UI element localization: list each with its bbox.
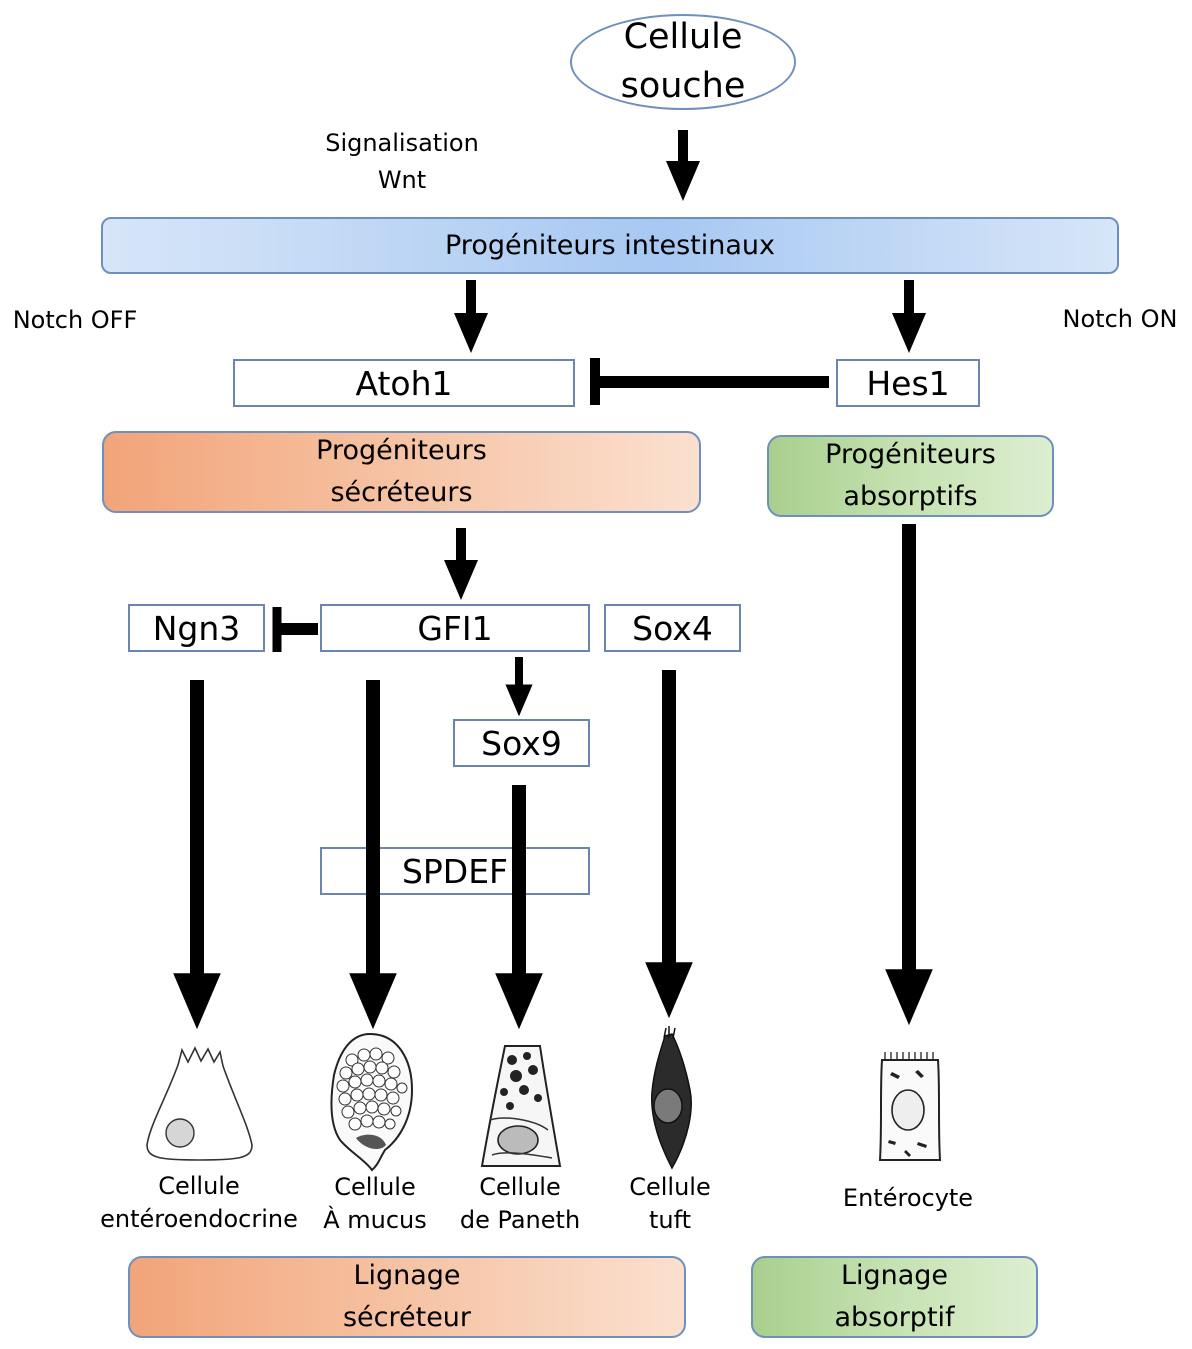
notch-on-label: Notch ON	[1062, 305, 1178, 333]
absorptive-progenitors-label-2: absorptifs	[843, 481, 978, 512]
mucus-cell-label: Cellule À mucus	[305, 1171, 445, 1237]
paneth-label-2: de Paneth	[459, 1206, 581, 1234]
secretory-lineage-node: Lignage sécréteur	[128, 1256, 686, 1338]
tuft-label-2: tuft	[648, 1206, 692, 1234]
enteroendocrine-cell-icon	[146, 1046, 253, 1161]
mucus-label-1: Cellule	[334, 1173, 416, 1201]
spdef-node: SPDEF	[320, 847, 590, 895]
stem-cell-node: Cellule souche	[570, 14, 796, 110]
enterocyte-label: Entérocyte	[842, 1184, 974, 1212]
atoh1-label: Atoh1	[355, 363, 453, 403]
ngn3-node: Ngn3	[128, 604, 265, 652]
sox4-label: Sox4	[632, 608, 713, 648]
atoh1-node: Atoh1	[233, 359, 575, 407]
paneth-cell-label: Cellule de Paneth	[450, 1171, 590, 1237]
absorptive-progenitors-node: Progéniteurs absorptifs	[767, 435, 1054, 517]
intestinal-progenitors-label: Progéniteurs intestinaux	[445, 229, 775, 261]
enteroendocrine-label-2: entéroendocrine	[100, 1205, 298, 1233]
absorptive-lineage-label-2: absorptif	[834, 1302, 955, 1333]
sox9-label: Sox9	[481, 723, 562, 763]
enteroendocrine-cell-label: Cellule entéroendocrine	[99, 1170, 299, 1236]
wnt-signaling-label: Signalisation Wnt	[302, 125, 502, 199]
wnt-label-1: Signalisation	[325, 129, 479, 157]
tuft-cell-icon	[651, 1026, 692, 1170]
wnt-label-2: Wnt	[377, 166, 427, 194]
stem-cell-label-2: souche	[620, 66, 746, 106]
hes1-label: Hes1	[866, 363, 950, 403]
secretory-lineage-label-2: sécréteur	[342, 1302, 472, 1333]
enteroendocrine-label-1: Cellule	[158, 1172, 240, 1200]
ngn3-label: Ngn3	[152, 608, 241, 648]
sox9-node: Sox9	[453, 719, 590, 767]
secretory-progenitors-node: Progéniteurs sécréteurs	[102, 431, 701, 513]
secretory-progenitors-label-1: Progéniteurs	[316, 435, 487, 466]
tuft-cell-label: Cellule tuft	[605, 1171, 735, 1237]
notch-off-label: Notch OFF	[12, 306, 138, 334]
secretory-progenitors-label-2: sécréteurs	[330, 477, 473, 508]
gfi1-label: GFI1	[417, 608, 493, 648]
paneth-label-1: Cellule	[479, 1173, 561, 1201]
hes1-node: Hes1	[836, 359, 980, 407]
absorptive-lineage-node: Lignage absorptif	[751, 1256, 1038, 1338]
absorptive-lineage-label-1: Lignage	[840, 1260, 949, 1291]
secretory-lineage-label-1: Lignage	[353, 1260, 461, 1291]
spdef-label: SPDEF	[401, 851, 509, 891]
goblet-cell-icon	[330, 1032, 414, 1172]
stem-cell-label-1: Cellule	[623, 17, 743, 57]
paneth-cell-icon	[480, 1045, 562, 1167]
enterocyte-icon	[878, 1052, 942, 1161]
mucus-label-2: À mucus	[323, 1206, 427, 1234]
tuft-label-1: Cellule	[629, 1173, 711, 1201]
gfi1-node: GFI1	[320, 604, 590, 652]
absorptive-progenitors-label-1: Progéniteurs	[825, 439, 996, 470]
sox4-node: Sox4	[604, 604, 741, 652]
intestinal-progenitors-node: Progéniteurs intestinaux	[101, 217, 1119, 274]
